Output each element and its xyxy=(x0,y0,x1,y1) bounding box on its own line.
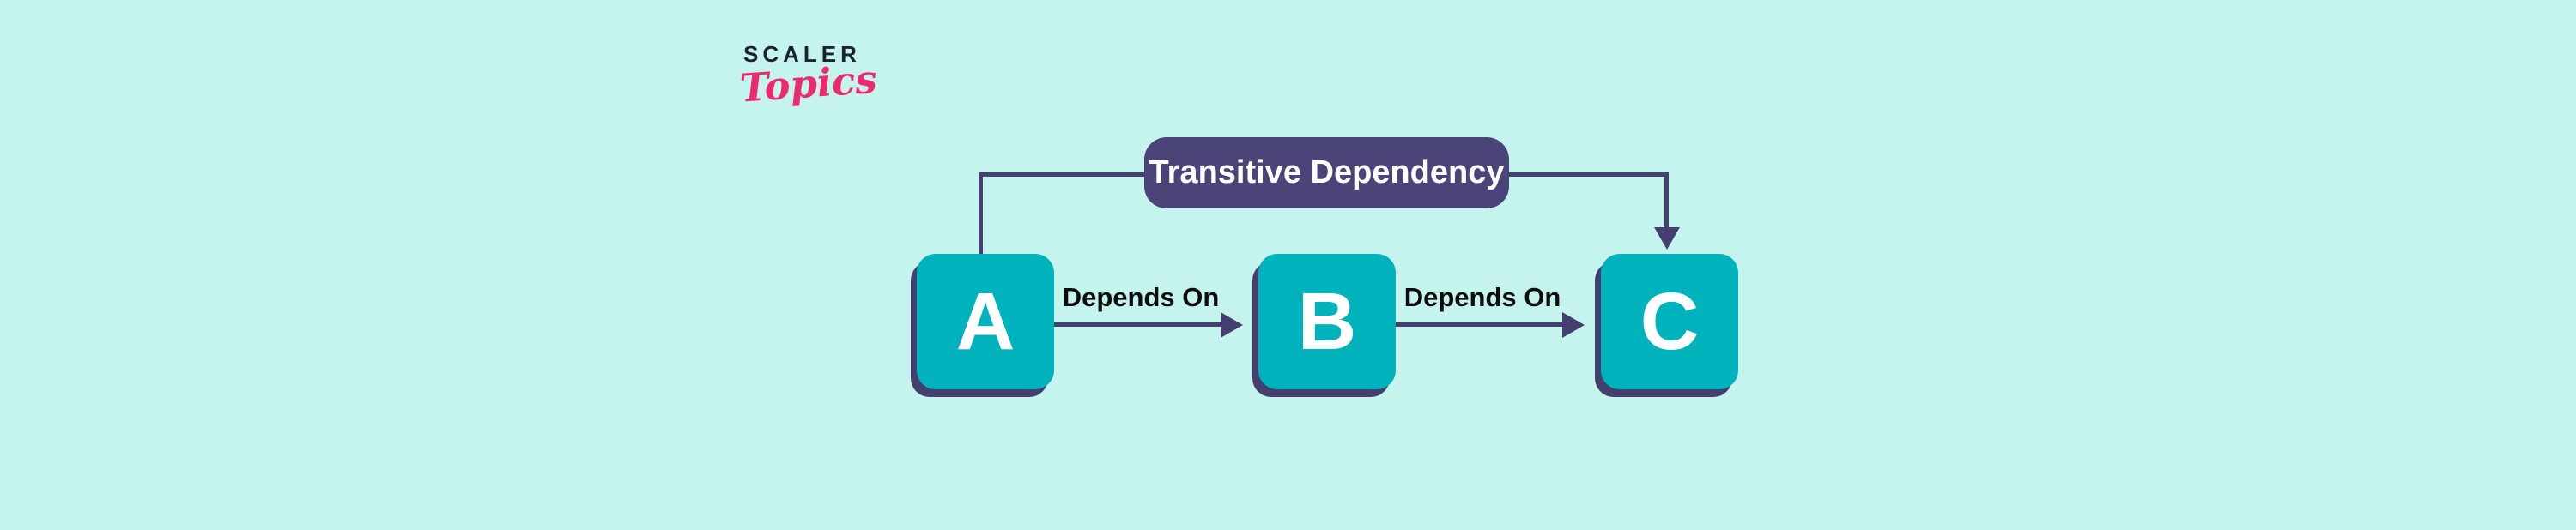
edge-b-to-c-label: Depends On xyxy=(1403,282,1561,312)
logo-brand-text: SCALER xyxy=(743,41,861,67)
scaler-topics-logo: SCALER Topics xyxy=(738,41,881,111)
edge-a-to-b-line xyxy=(1054,322,1222,327)
connector-c-horizontal-line xyxy=(1507,172,1669,177)
connector-c-vertical-line xyxy=(1664,172,1669,228)
arrowhead-right-to-b-icon xyxy=(1221,312,1243,338)
transitive-dependency-banner: Transitive Dependency xyxy=(1144,137,1509,208)
arrowhead-right-to-c-icon xyxy=(1562,312,1585,338)
arrowhead-down-to-c-icon xyxy=(1654,227,1680,250)
edge-b-to-c-line xyxy=(1396,322,1564,327)
edge-a-to-b-label: Depends On xyxy=(1062,282,1220,312)
logo-sub-text: Topics xyxy=(738,56,879,111)
connector-a-vertical-line xyxy=(979,172,983,256)
node-c: C xyxy=(1601,254,1738,389)
connector-a-horizontal-line xyxy=(979,172,1146,177)
node-b: B xyxy=(1258,254,1396,389)
node-a: A xyxy=(917,254,1054,389)
